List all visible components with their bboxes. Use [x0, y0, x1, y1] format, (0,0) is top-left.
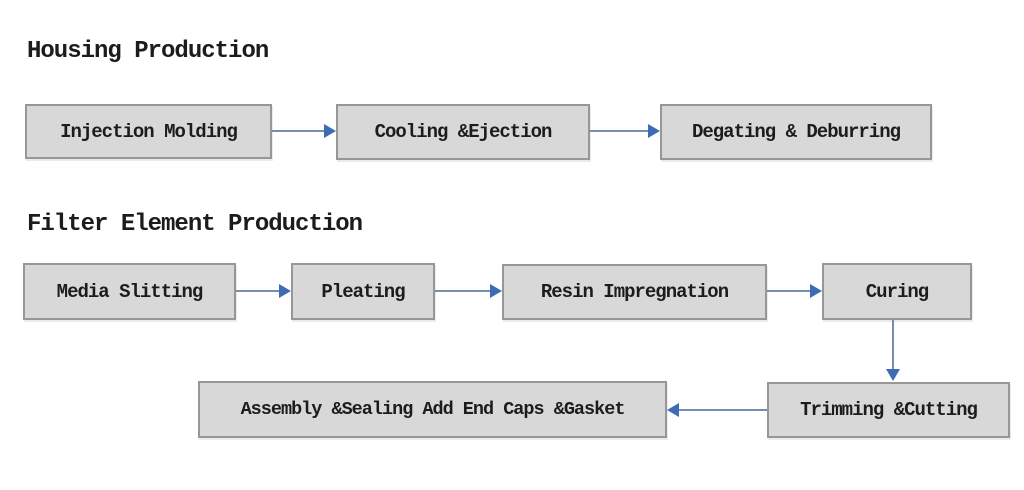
flow-node-trimming-cutting: Trimming &Cutting — [767, 382, 1010, 438]
arrow-cooling-to-degating — [590, 124, 660, 138]
arrow-trimming-to-assembly — [667, 403, 767, 417]
arrow-line — [435, 290, 492, 292]
section-title-housing-production: Housing Production — [27, 38, 269, 65]
flow-node-pleating: Pleating — [291, 263, 435, 320]
arrow-line — [767, 290, 812, 292]
flow-node-injection-molding: Injection Molding — [25, 104, 272, 159]
arrow-down-icon — [886, 369, 900, 381]
arrow-right-icon — [279, 284, 291, 298]
arrow-injection-to-cooling — [272, 124, 336, 138]
arrow-curing-to-trimming — [886, 320, 900, 381]
arrow-media-to-pleating — [236, 284, 291, 298]
arrow-resin-to-curing — [767, 284, 822, 298]
arrow-line — [677, 409, 767, 411]
arrow-pleating-to-resin — [435, 284, 502, 298]
flow-node-resin-impregnation: Resin Impregnation — [502, 264, 767, 320]
arrow-right-icon — [810, 284, 822, 298]
flow-node-media-slitting: Media Slitting — [23, 263, 236, 320]
section-title-filter-element-production: Filter Element Production — [27, 211, 363, 238]
arrow-line — [590, 130, 650, 132]
flow-node-degating-deburring: Degating & Deburring — [660, 104, 932, 160]
arrow-right-icon — [648, 124, 660, 138]
arrow-line — [272, 130, 326, 132]
arrow-line — [236, 290, 281, 292]
flow-node-curing: Curing — [822, 263, 972, 320]
arrow-right-icon — [324, 124, 336, 138]
arrow-right-icon — [490, 284, 502, 298]
flow-node-assembly-sealing: Assembly &Sealing Add End Caps &Gasket — [198, 381, 667, 438]
arrow-left-icon — [667, 403, 679, 417]
flow-node-cooling-ejection: Cooling &Ejection — [336, 104, 590, 160]
arrow-line — [892, 320, 894, 371]
